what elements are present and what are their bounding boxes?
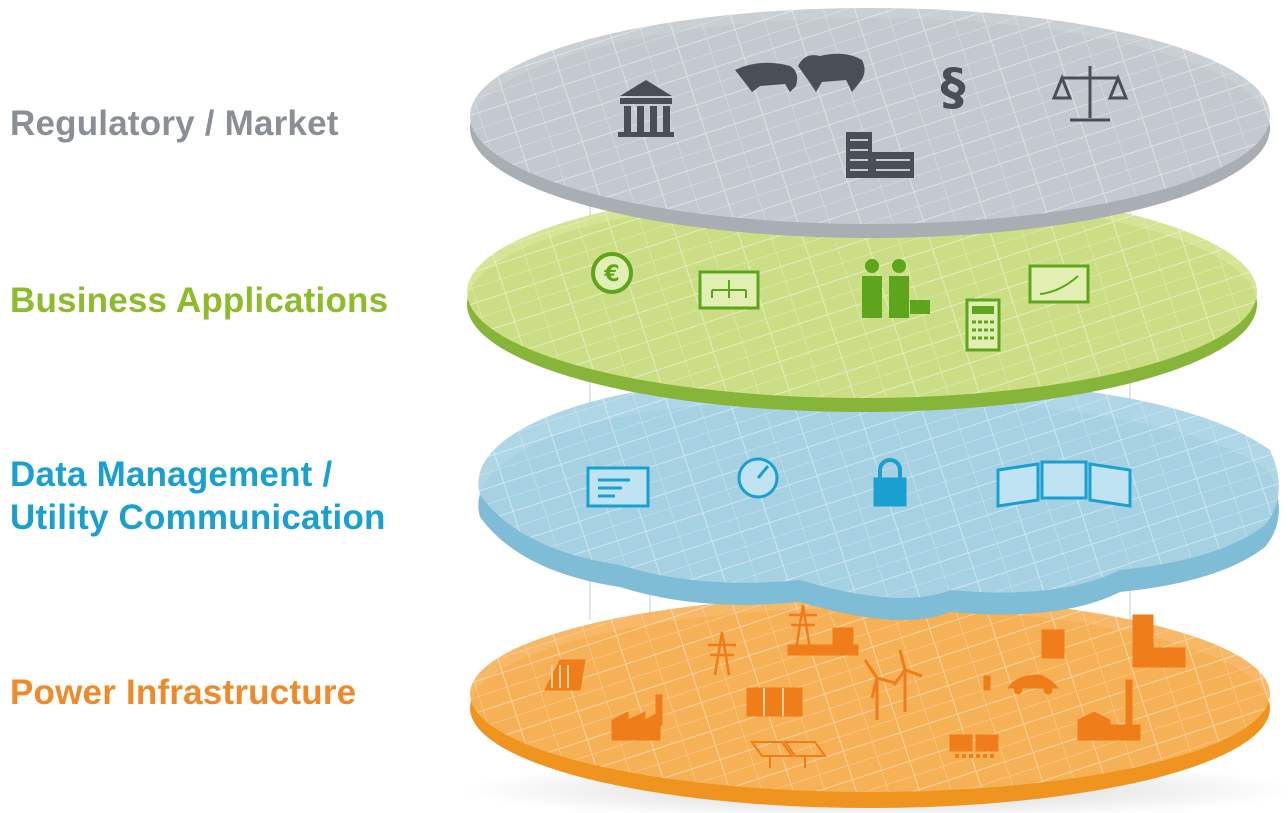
padlock-icon: [873, 458, 907, 507]
layer-label-regulatory-market: Regulatory / Market: [10, 104, 339, 143]
layer-label-data-management: Data Management / Utility Communication: [10, 453, 386, 539]
layer-label-power-infrastructure: Power Infrastructure: [10, 673, 357, 712]
substation-icon: [787, 627, 859, 656]
bull-icon: [798, 53, 865, 92]
business-people-icon: [862, 259, 930, 318]
government-building-icon: [618, 80, 674, 137]
euro-coin-icon: €: [591, 252, 633, 294]
layer-plate-power: [460, 596, 1288, 813]
house-icon: [1041, 629, 1065, 659]
hydro-dam-icon: [544, 659, 586, 691]
svg-text:€: €: [603, 262, 619, 287]
bear-icon: [735, 62, 798, 92]
paragraph-icon: §: [941, 58, 966, 116]
industrial-plant-icon: [1077, 679, 1141, 741]
factory-icon: [611, 694, 663, 741]
business-icons: €: [591, 252, 1090, 352]
org-chart-icon: [698, 270, 760, 310]
data-icons: [586, 457, 1132, 508]
svg-text:§: §: [941, 58, 966, 116]
layer-plate-regulatory: [470, 8, 1270, 238]
layer-label-data-line-1: Data Management /: [10, 455, 333, 494]
electric-car-icon: [983, 674, 1060, 695]
smart-meter-icon: [949, 734, 999, 758]
document-screen-icon: [586, 466, 650, 508]
dashboard-screens-icon: [996, 460, 1132, 508]
scales-icon: [1051, 66, 1129, 122]
meter-gauge-icon: [737, 457, 779, 499]
layer-label-business-applications: Business Applications: [10, 281, 389, 320]
battery-storage-icon: [746, 687, 803, 717]
power-icons: [544, 604, 1186, 768]
layer-label-data-line-2: Utility Communication: [10, 498, 386, 537]
skyscraper-icon: [1132, 614, 1186, 668]
regulatory-icons: §: [618, 53, 1129, 178]
calculator-icon: [965, 298, 1001, 352]
office-building-icon: [846, 132, 914, 178]
trend-chart-icon: [1028, 264, 1090, 304]
transmission-tower-icon: [708, 604, 817, 676]
wind-turbine-icon: [863, 649, 923, 720]
solar-panel-icon: [750, 741, 827, 768]
